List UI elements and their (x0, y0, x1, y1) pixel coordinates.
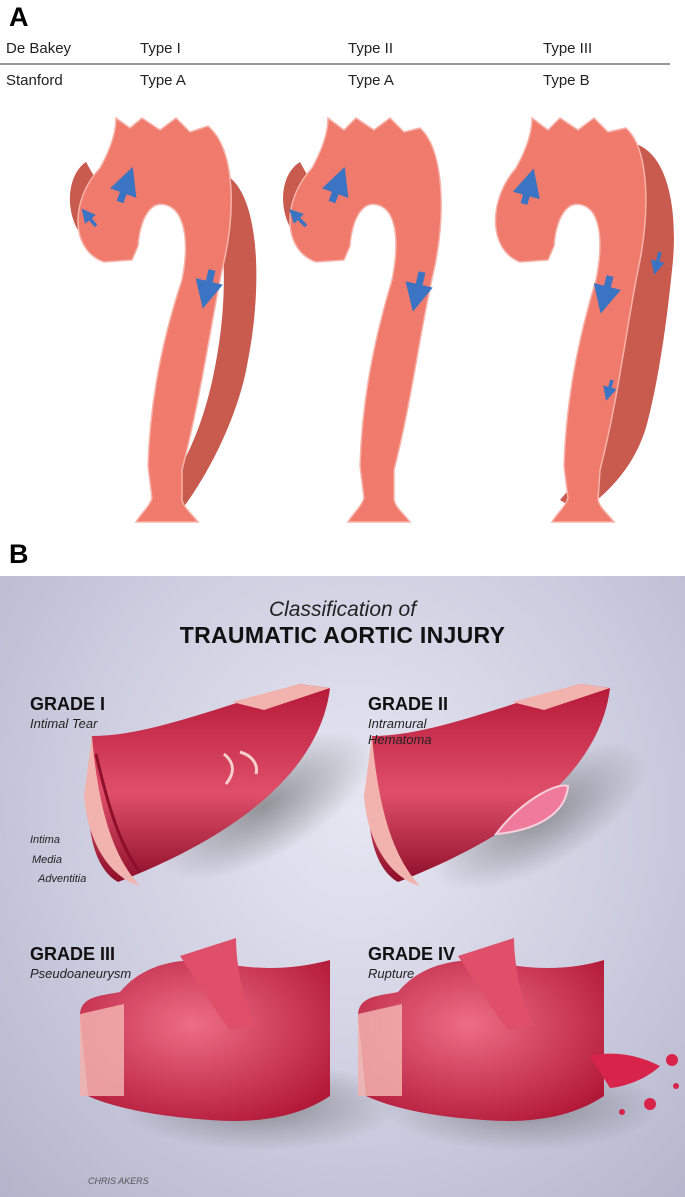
debakey-type-3: Type III (543, 40, 592, 57)
panel-b-label: B (9, 539, 29, 570)
vessel-illustrations (0, 576, 685, 1197)
debakey-row: De Bakey Type I Type II Type III (0, 38, 672, 60)
grade-1-subtitle: Intimal Tear (30, 716, 97, 732)
header-divider (0, 63, 670, 65)
stanford-type-1: Type A (140, 72, 186, 89)
debakey-type-2: Type II (348, 40, 393, 57)
layer-label-intima: Intima (30, 834, 60, 846)
artist-signature: CHRIS AKERS (88, 1176, 149, 1186)
layer-label-adventitia: Adventitia (38, 873, 86, 885)
grade-2-title: GRADE II (368, 694, 448, 715)
layer-label-media: Media (32, 854, 62, 866)
aorta-type-1 (70, 118, 256, 522)
aorta-type-2 (283, 118, 441, 522)
diagram-subtitle: Classification of (0, 598, 685, 622)
stanford-type-2: Type A (348, 72, 394, 89)
grade-4-title: GRADE IV (368, 944, 455, 965)
grade-3-title: GRADE III (30, 944, 115, 965)
aorta-type-3 (495, 118, 673, 522)
debakey-label: De Bakey (6, 40, 71, 57)
grade-3-subtitle: Pseudoaneurysm (30, 966, 131, 982)
stanford-row: Stanford Type A Type A Type B (0, 70, 672, 92)
stanford-type-3: Type B (543, 72, 590, 89)
stanford-label: Stanford (6, 72, 63, 89)
grade-2-subtitle-line-1: Intramural (368, 716, 427, 732)
diagram-title: TRAUMATIC AORTIC INJURY (0, 622, 685, 649)
traumatic-aortic-injury-panel: Classification of TRAUMATIC AORTIC INJUR… (0, 576, 685, 1197)
panel-a-label: A (9, 2, 29, 33)
grade-2-subtitle-line-2: Hematoma (368, 732, 432, 748)
grade-1-vessel (84, 684, 394, 909)
grade-1-title: GRADE I (30, 694, 105, 715)
aorta-dissection-illustrations (0, 96, 685, 536)
debakey-type-1: Type I (140, 40, 181, 57)
grade-4-subtitle: Rupture (368, 966, 414, 982)
